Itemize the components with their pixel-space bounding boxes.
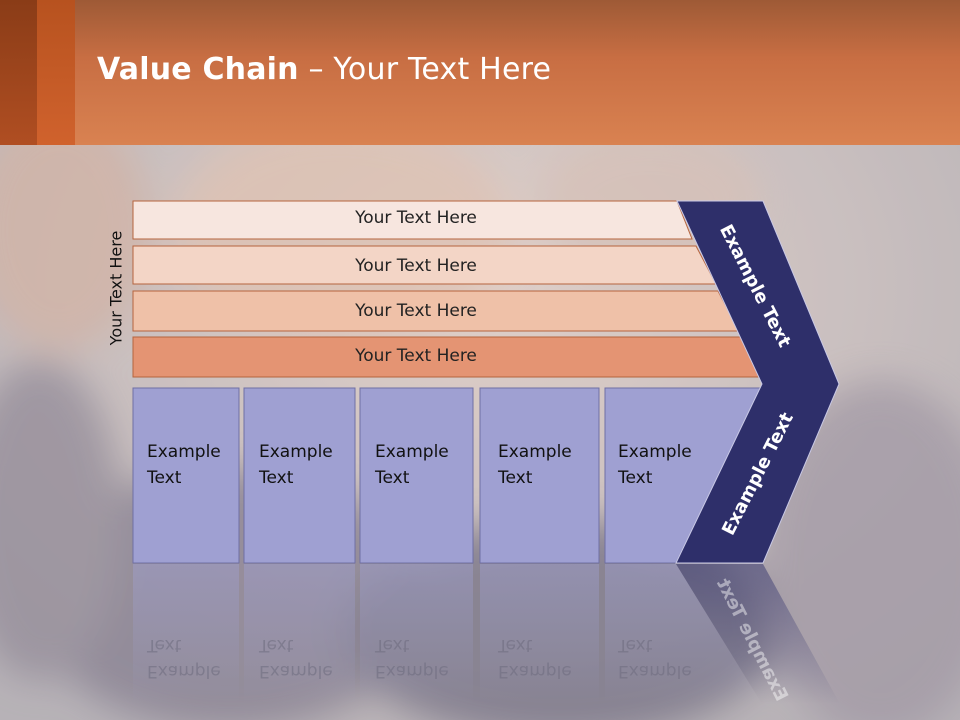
block-2-label-reflection: Example Text (259, 635, 333, 681)
block-1-label-reflection: Example Text (147, 635, 221, 681)
block-4[interactable] (479, 387, 600, 564)
bar-4-label: Your Text Here (355, 346, 477, 366)
bar-1-label: Your Text Here (355, 208, 477, 228)
block-5-reflection (605, 564, 762, 704)
block-4-label-reflection: Example Text (498, 635, 572, 681)
block-4-reflection (480, 564, 599, 704)
bar-1[interactable] (132, 200, 693, 240)
block-2-label: Example Text (259, 442, 333, 488)
title-rest: – Your Text Here (298, 52, 552, 87)
block-1[interactable] (132, 387, 240, 564)
block-4-label: Example Text (498, 442, 572, 488)
block-2[interactable] (243, 387, 356, 564)
header-band: Value Chain – Your Text Here (0, 0, 960, 145)
block-3-reflection (360, 564, 473, 704)
chevron-arrow[interactable] (675, 200, 840, 564)
header-accent-strip (0, 0, 37, 145)
block-5-label: Example Text (618, 442, 692, 488)
block-1-label: Example Text (147, 442, 221, 488)
bar-2-label: Your Text Here (355, 256, 477, 276)
block-1-reflection (133, 564, 239, 704)
block-3-label: Example Text (375, 442, 449, 488)
header-accent-strip (37, 0, 75, 145)
block-2-reflection (244, 564, 355, 704)
block-3[interactable] (359, 387, 474, 564)
block-5-label-reflection: Example Text (618, 635, 692, 681)
title-bold: Value Chain (97, 52, 299, 87)
block-3-label-reflection: Example Text (375, 635, 449, 681)
bar-3-label: Your Text Here (355, 301, 477, 321)
chevron-reflection (676, 564, 840, 704)
slide-title[interactable]: Value Chain – Your Text Here (97, 52, 551, 87)
